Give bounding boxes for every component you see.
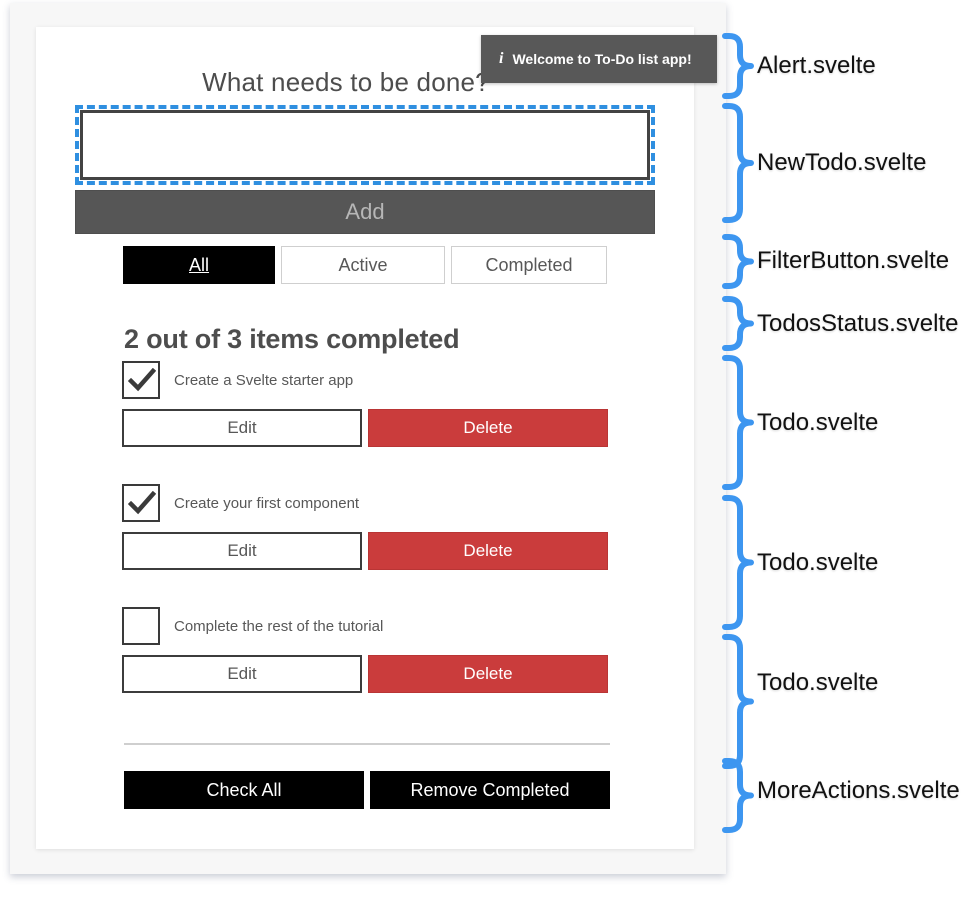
more-actions-group: Check All Remove Completed — [124, 771, 610, 809]
annotation-brace — [722, 33, 756, 99]
todo-row: Create a Svelte starter app — [122, 357, 608, 403]
delete-todo-button[interactable]: Delete — [368, 532, 608, 570]
todo-item: Create your first component Edit Delete — [122, 480, 608, 603]
remove-completed-button[interactable]: Remove Completed — [370, 771, 610, 809]
todo-label: Create a Svelte starter app — [174, 371, 354, 389]
annotation-brace — [722, 758, 756, 833]
alert-message: Welcome to To-Do list app! — [512, 51, 692, 67]
todo-row: Create your first component — [122, 480, 608, 526]
annotation-brace — [722, 103, 756, 223]
filter-button-completed[interactable]: Completed — [450, 246, 607, 284]
annotation-label: Todo.svelte — [757, 549, 879, 576]
filter-button-group: All Active Completed — [123, 246, 607, 284]
filter-label-active: Active — [338, 254, 388, 275]
annotation-label: FilterButton.svelte — [757, 247, 950, 274]
annotation-label: MoreActions.svelte — [757, 777, 960, 804]
alert-toast[interactable]: i Welcome to To-Do list app! — [481, 35, 717, 83]
checkmark-icon — [128, 368, 156, 392]
filter-button-active[interactable]: Active — [281, 246, 445, 284]
delete-todo-button[interactable]: Delete — [368, 409, 608, 447]
todo-item: Complete the rest of the tutorial Edit D… — [122, 603, 608, 726]
todo-label: Complete the rest of the tutorial — [174, 617, 384, 635]
todo-checkbox[interactable] — [122, 361, 160, 399]
todo-row: Complete the rest of the tutorial — [122, 603, 608, 649]
checkmark-icon — [128, 491, 156, 515]
section-divider — [124, 743, 610, 745]
annotation-brace — [722, 234, 756, 289]
annotation-label: Alert.svelte — [757, 52, 876, 79]
annotation-brace — [722, 296, 756, 351]
filter-label-all: All — [189, 254, 210, 275]
todo-label: Create your first component — [174, 494, 360, 512]
annotation-label: Todo.svelte — [757, 669, 879, 696]
new-todo-input-wrapper — [75, 105, 655, 185]
annotation-label: Todo.svelte — [757, 409, 879, 436]
edit-todo-button[interactable]: Edit — [122, 409, 362, 447]
todo-checkbox[interactable] — [122, 484, 160, 522]
edit-todo-button[interactable]: Edit — [122, 655, 362, 693]
todo-app-card: What needs to be done? Add All Active Co… — [36, 27, 694, 849]
add-todo-button[interactable]: Add — [75, 190, 655, 234]
delete-todo-button[interactable]: Delete — [368, 655, 608, 693]
filter-label-completed: Completed — [485, 254, 573, 275]
todo-item: Create a Svelte starter app Edit Delete — [122, 357, 608, 480]
new-todo-input[interactable] — [80, 110, 650, 180]
todo-actions: Edit Delete — [122, 532, 608, 570]
annotation-brace — [722, 355, 756, 490]
todo-actions: Edit Delete — [122, 409, 608, 447]
edit-todo-button[interactable]: Edit — [122, 532, 362, 570]
focus-outline — [75, 105, 655, 185]
todo-list: Create a Svelte starter app Edit Delete … — [122, 357, 608, 726]
annotation-label: TodosStatus.svelte — [757, 310, 959, 337]
todos-status-heading: 2 out of 3 items completed — [124, 324, 460, 355]
todo-actions: Edit Delete — [122, 655, 608, 693]
todo-checkbox[interactable] — [122, 607, 160, 645]
check-all-button[interactable]: Check All — [124, 771, 364, 809]
filter-button-all[interactable]: All — [123, 246, 276, 284]
annotation-brace — [722, 634, 756, 769]
new-todo-label: What needs to be done? — [202, 67, 490, 97]
info-icon: i — [499, 50, 504, 67]
annotation-label: NewTodo.svelte — [757, 149, 927, 176]
annotation-brace — [722, 495, 756, 630]
